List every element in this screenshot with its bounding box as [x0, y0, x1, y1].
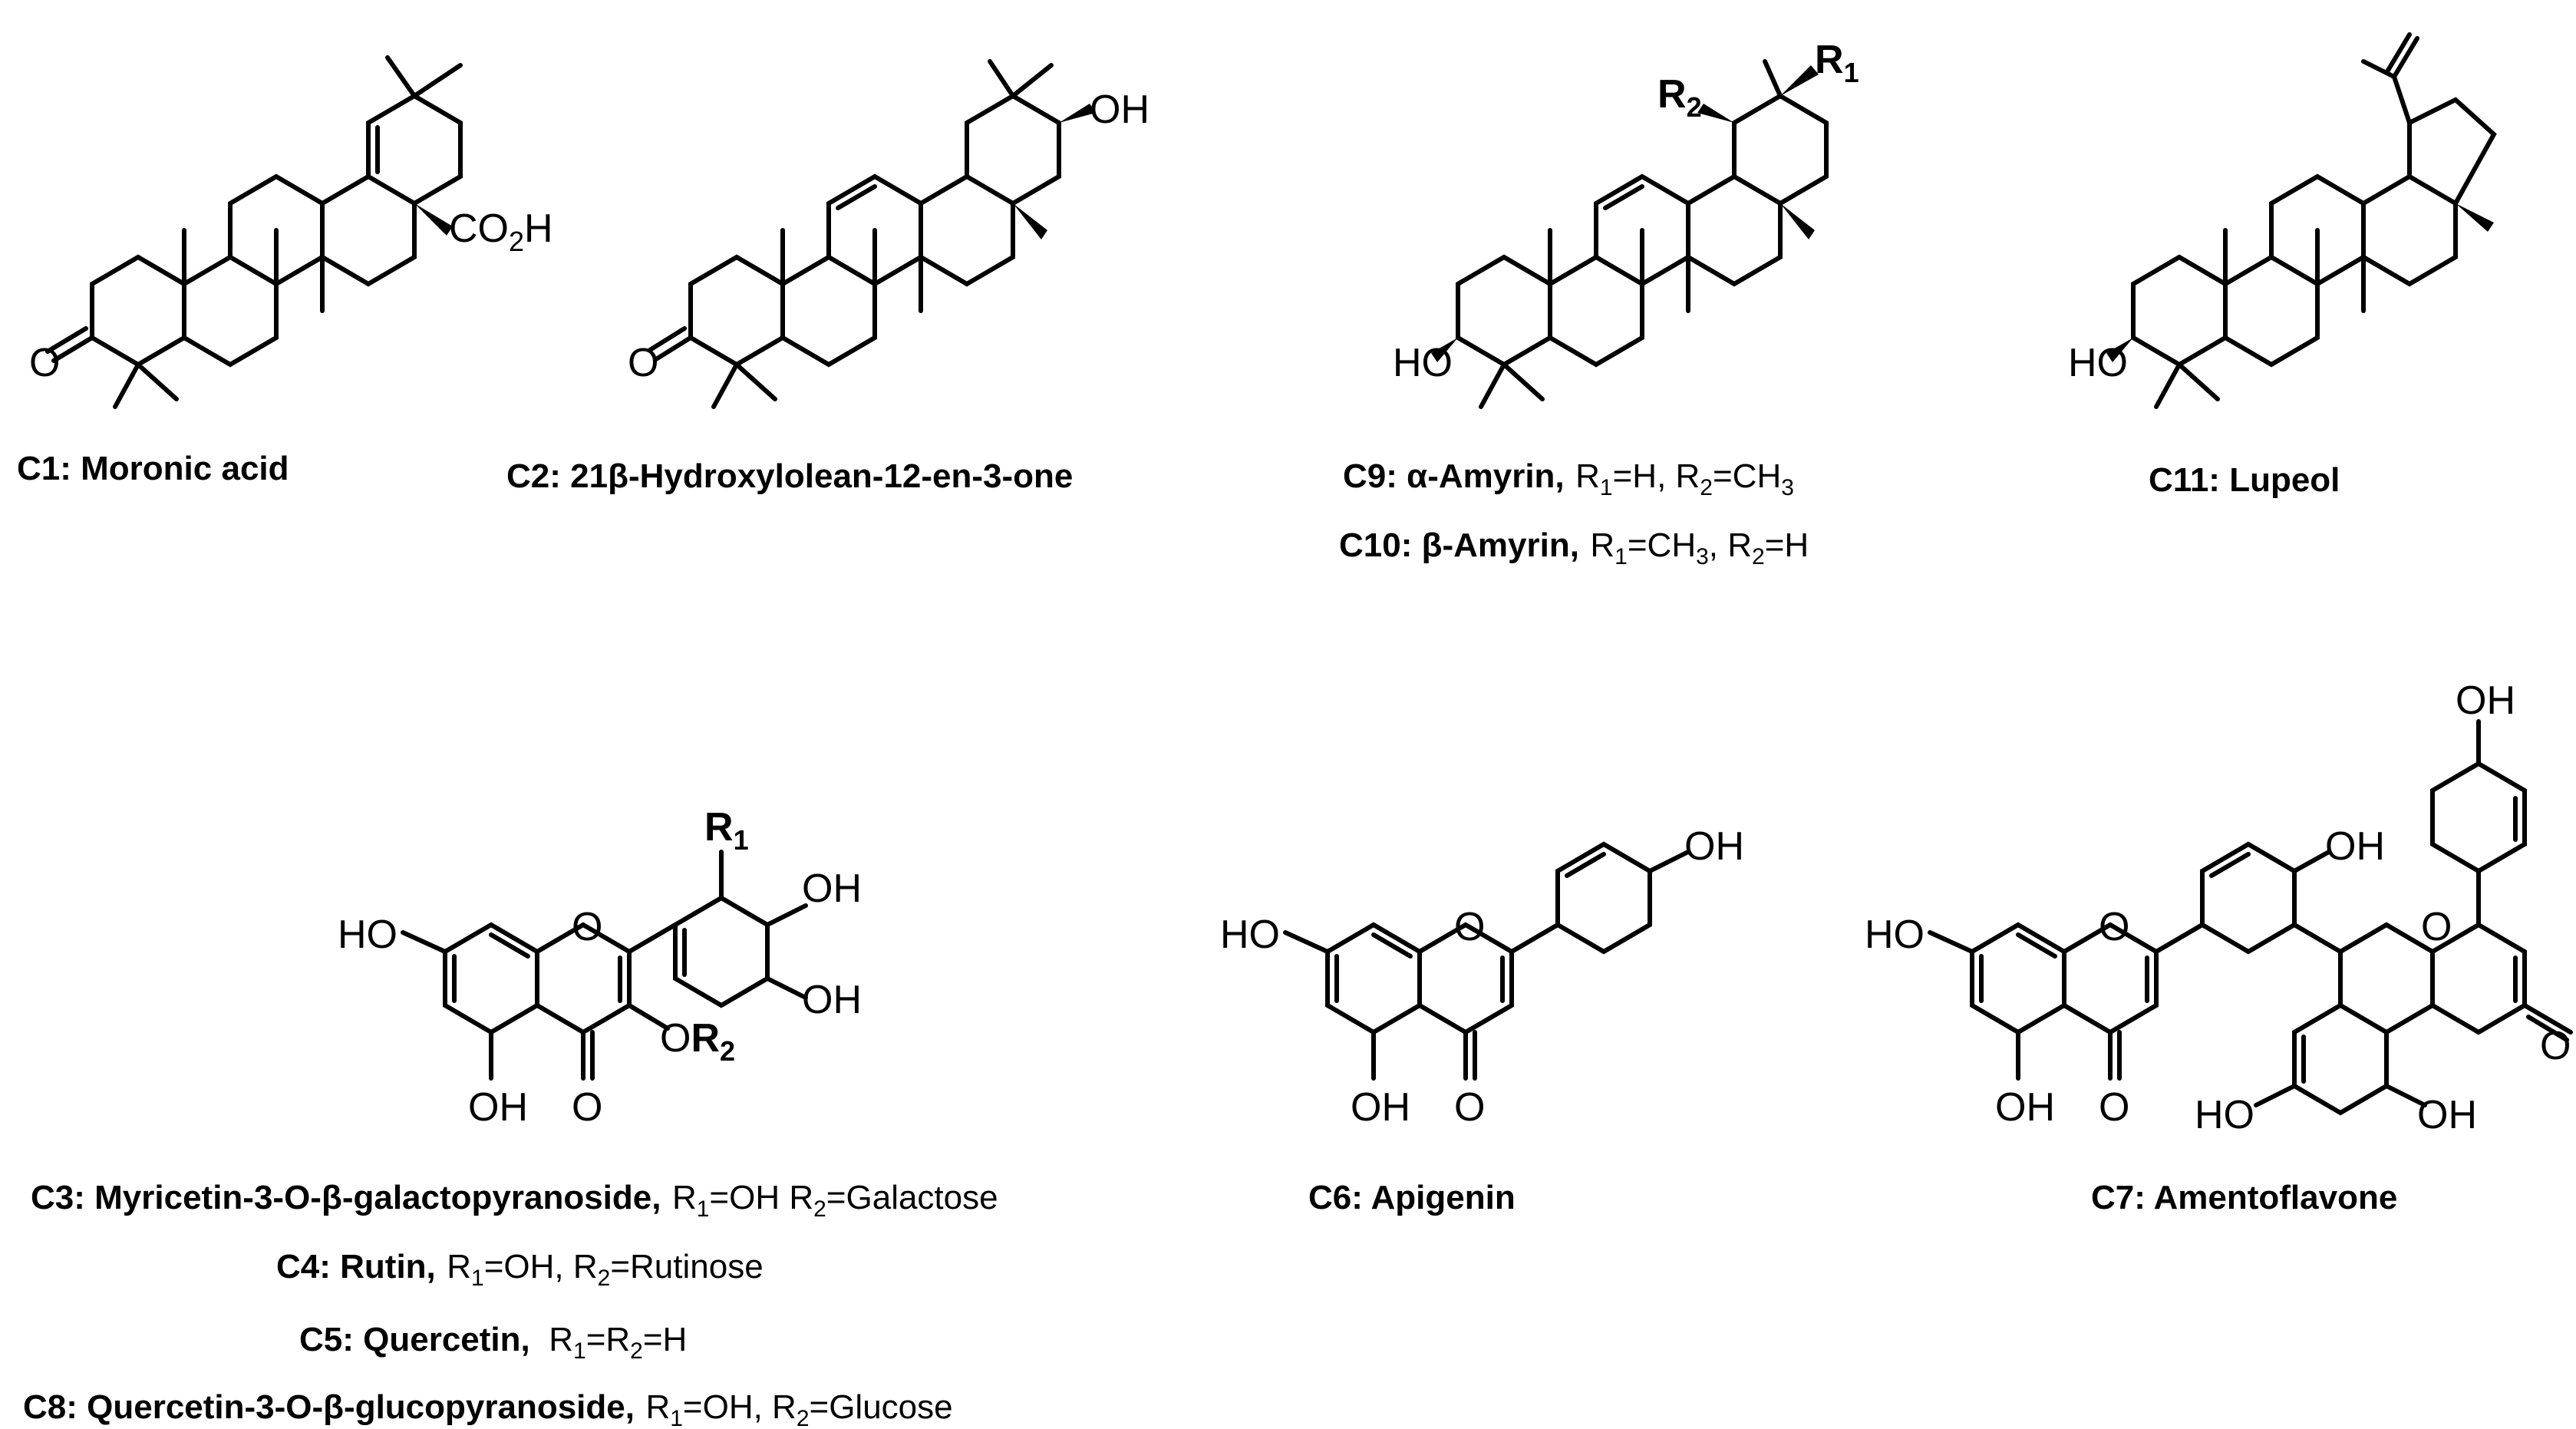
caption-c10: C10: β-Amyrin, R1=CH3, R2=H: [1339, 526, 1809, 569]
c7-ring-o-a: O: [2099, 905, 2129, 949]
c7-7pp-ho: HO: [2195, 1093, 2254, 1137]
c7-4p-oh: OH: [2325, 824, 2385, 869]
c7-7-ho: HO: [1865, 913, 1925, 957]
c7-5-oh: OH: [1995, 1085, 2055, 1130]
caption-c1: C1: Moronic acid: [17, 450, 289, 487]
c6-7-ho: HO: [1220, 913, 1280, 957]
c9-r2-label: R2: [1657, 72, 1702, 123]
caption-c6: C6: Apigenin: [1308, 1179, 1516, 1216]
structure-c1: CO2H O: [29, 55, 553, 409]
caption-c2: C2: 21β-Hydroxylolean-12-en-3-one: [506, 457, 1073, 495]
c3-5p-oh: OH: [802, 978, 862, 1022]
structure-c7: O HO OH O OH O OH O HO OH: [1865, 678, 2573, 1137]
caption-c9: C9: α-Amyrin, R1=H, R2=CH3: [1343, 457, 1794, 500]
c6-4-o: O: [1454, 1085, 1485, 1130]
caption-c4: C4: Rutin, R1=OH, R2=Rutinose: [276, 1248, 764, 1291]
c3-r1: R1: [704, 805, 749, 856]
structure-c2: OH O: [628, 59, 1149, 409]
c3-5-oh: OH: [468, 1085, 528, 1130]
c1-ketone-o: O: [29, 341, 60, 385]
structure-c3-c4-c5-c8: O HO OH O OR2 R1 OH OH: [338, 805, 862, 1130]
c11-hydroxyl-label: HO: [2068, 341, 2128, 385]
structure-c6: O HO OH O OH: [1220, 824, 1744, 1130]
c6-5-oh: OH: [1351, 1085, 1410, 1130]
c3-7-ho: HO: [338, 913, 397, 957]
c1-carboxyl-label: CO2H: [449, 206, 553, 257]
caption-c8: C8: Quercetin-3-O-β-glucopyranoside, R1=…: [23, 1388, 953, 1429]
c7-5pp-oh: OH: [2417, 1093, 2477, 1137]
structure-c9-c10: HO R1 R2: [1393, 38, 1859, 409]
c9-r1-label: R1: [1815, 38, 1859, 88]
caption-c5: C5: Quercetin, R1=R2=H: [299, 1321, 687, 1364]
caption-c3: C3: Myricetin-3-O-β-galactopyranoside, R…: [31, 1179, 998, 1222]
c7-ketone-o: O: [2540, 1024, 2571, 1068]
c9-hydroxyl-label: HO: [1393, 341, 1453, 385]
c7-4-o: O: [2099, 1085, 2129, 1130]
structure-c11: HO: [2068, 32, 2497, 409]
caption-c11: C11: Lupeol: [2149, 461, 2340, 499]
c6-4p-oh: OH: [1684, 824, 1744, 869]
c7-top-oh: OH: [2456, 678, 2515, 723]
caption-c7: C7: Amentoflavone: [2091, 1179, 2397, 1216]
captions: C1: Moronic acid C2: 21β-Hydroxylolean-1…: [17, 450, 2397, 1429]
c2-hydroxyl-label: OH: [1090, 87, 1149, 132]
c3-4-o: O: [572, 1085, 602, 1130]
c2-ketone-o: O: [628, 341, 658, 385]
c3-ring-o: O: [572, 905, 602, 949]
c6-ring-o: O: [1454, 905, 1485, 949]
c3-4p-oh: OH: [802, 866, 862, 911]
c3-or2: OR2: [660, 1016, 735, 1067]
c7-ring-o-b: O: [2421, 905, 2452, 949]
